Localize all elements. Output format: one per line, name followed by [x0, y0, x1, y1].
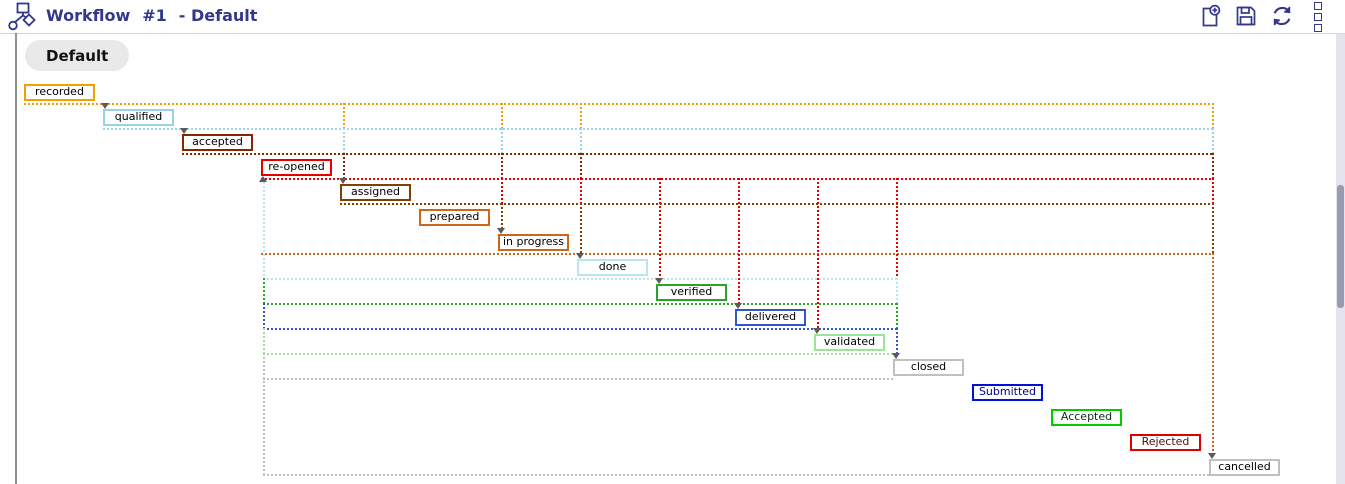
transition-column-line — [817, 178, 819, 328]
transition-arrow-down — [813, 328, 821, 334]
transition-column-line — [501, 128, 503, 153]
transition-column-line — [1212, 153, 1214, 178]
transition-column-line — [343, 103, 345, 128]
transition-column-line — [1212, 203, 1214, 253]
transition-column-line — [1212, 103, 1214, 128]
kebab-menu-icon — [1314, 2, 1322, 32]
transition-arrow-down — [892, 353, 900, 359]
refresh-button[interactable] — [1269, 4, 1295, 30]
transition-column-line — [580, 103, 582, 128]
transition-row-line — [263, 353, 896, 355]
transition-row-line — [24, 103, 1213, 105]
transition-arrow-down — [1208, 453, 1216, 459]
page-title: Workflow #1- Default — [46, 6, 257, 25]
document-plus-icon — [1198, 4, 1222, 31]
transition-column-line — [263, 353, 265, 474]
state-box-accepted[interactable]: Accepted — [1051, 409, 1122, 426]
transition-arrow-down — [576, 253, 584, 259]
state-box-qualified[interactable]: qualified — [103, 109, 174, 126]
state-box-closed[interactable]: closed — [893, 359, 964, 376]
transition-column-line — [343, 128, 345, 153]
transition-arrow-down — [101, 103, 109, 109]
state-box-submitted[interactable]: Submitted — [972, 384, 1043, 401]
workflow-icon — [8, 2, 38, 35]
panel-left-border — [15, 33, 17, 484]
state-box-in-progress[interactable]: in progress — [498, 234, 569, 251]
tab-default[interactable]: Default — [25, 40, 130, 71]
transition-column-line — [263, 278, 265, 303]
transition-column-line — [580, 203, 582, 253]
state-box-verified[interactable]: verified — [656, 284, 727, 301]
transition-row-line — [263, 303, 896, 305]
transition-column-line — [659, 178, 661, 278]
state-box-done[interactable]: done — [577, 259, 648, 276]
more-menu-button[interactable] — [1305, 2, 1331, 32]
transition-row-line — [261, 253, 1213, 255]
toolbar — [1197, 2, 1331, 32]
transition-arrow-down — [180, 128, 188, 134]
state-box-prepared[interactable]: prepared — [419, 209, 490, 226]
save-icon — [1234, 4, 1258, 31]
transition-row-line — [263, 378, 893, 380]
state-box-recorded[interactable]: recorded — [24, 84, 95, 101]
transition-column-line — [896, 303, 898, 328]
transition-column-line — [263, 328, 265, 353]
header-bar: Workflow #1- Default — [0, 0, 1345, 34]
state-box-assigned[interactable]: assigned — [340, 184, 411, 201]
vertical-scrollbar[interactable] — [1336, 34, 1345, 484]
scrollbar-thumb[interactable] — [1337, 185, 1344, 308]
transition-column-line — [738, 178, 740, 303]
transition-column-line — [501, 103, 503, 128]
transition-column-line — [501, 203, 503, 228]
transition-row-line — [263, 328, 896, 330]
state-box-delivered[interactable]: delivered — [735, 309, 806, 326]
transition-column-line — [1212, 128, 1214, 153]
title-separator: - — [178, 6, 186, 25]
state-box-rejected[interactable]: Rejected — [1130, 434, 1201, 451]
transition-column-line — [896, 328, 898, 353]
transition-column-line — [896, 278, 898, 303]
transition-column-line — [1212, 253, 1214, 453]
transition-column-line — [580, 128, 582, 153]
refresh-icon — [1269, 3, 1295, 32]
transition-column-line — [580, 153, 582, 178]
transition-column-line — [1212, 178, 1214, 203]
transition-row-line — [103, 128, 1213, 130]
transition-column-line — [501, 178, 503, 203]
transition-row-line — [261, 178, 1213, 180]
transition-arrow-down — [339, 178, 347, 184]
transition-column-line — [896, 178, 898, 278]
transition-column-line — [263, 182, 265, 278]
transition-column-line — [263, 303, 265, 328]
title-number: #1 — [142, 6, 167, 25]
save-button[interactable] — [1233, 4, 1259, 30]
state-box-cancelled[interactable]: cancelled — [1209, 459, 1280, 476]
transition-arrow-down — [497, 228, 505, 234]
transition-column-line — [501, 153, 503, 178]
transition-column-line — [580, 178, 582, 203]
state-box-accepted[interactable]: accepted — [182, 134, 253, 151]
transition-row-line — [340, 203, 1213, 205]
state-box-validated[interactable]: validated — [814, 334, 885, 351]
transition-row-line — [182, 153, 1213, 155]
transition-row-line — [263, 278, 896, 280]
add-item-button[interactable] — [1197, 4, 1223, 30]
title-app: Workflow — [46, 6, 131, 25]
transition-arrow-down — [655, 278, 663, 284]
transition-column-line — [343, 153, 345, 178]
title-name: Default — [191, 6, 258, 25]
transition-arrow-down — [734, 303, 742, 309]
state-box-re-opened[interactable]: re-opened — [261, 159, 332, 176]
transition-arrow-up — [259, 176, 267, 182]
transition-row-line — [263, 474, 1209, 476]
